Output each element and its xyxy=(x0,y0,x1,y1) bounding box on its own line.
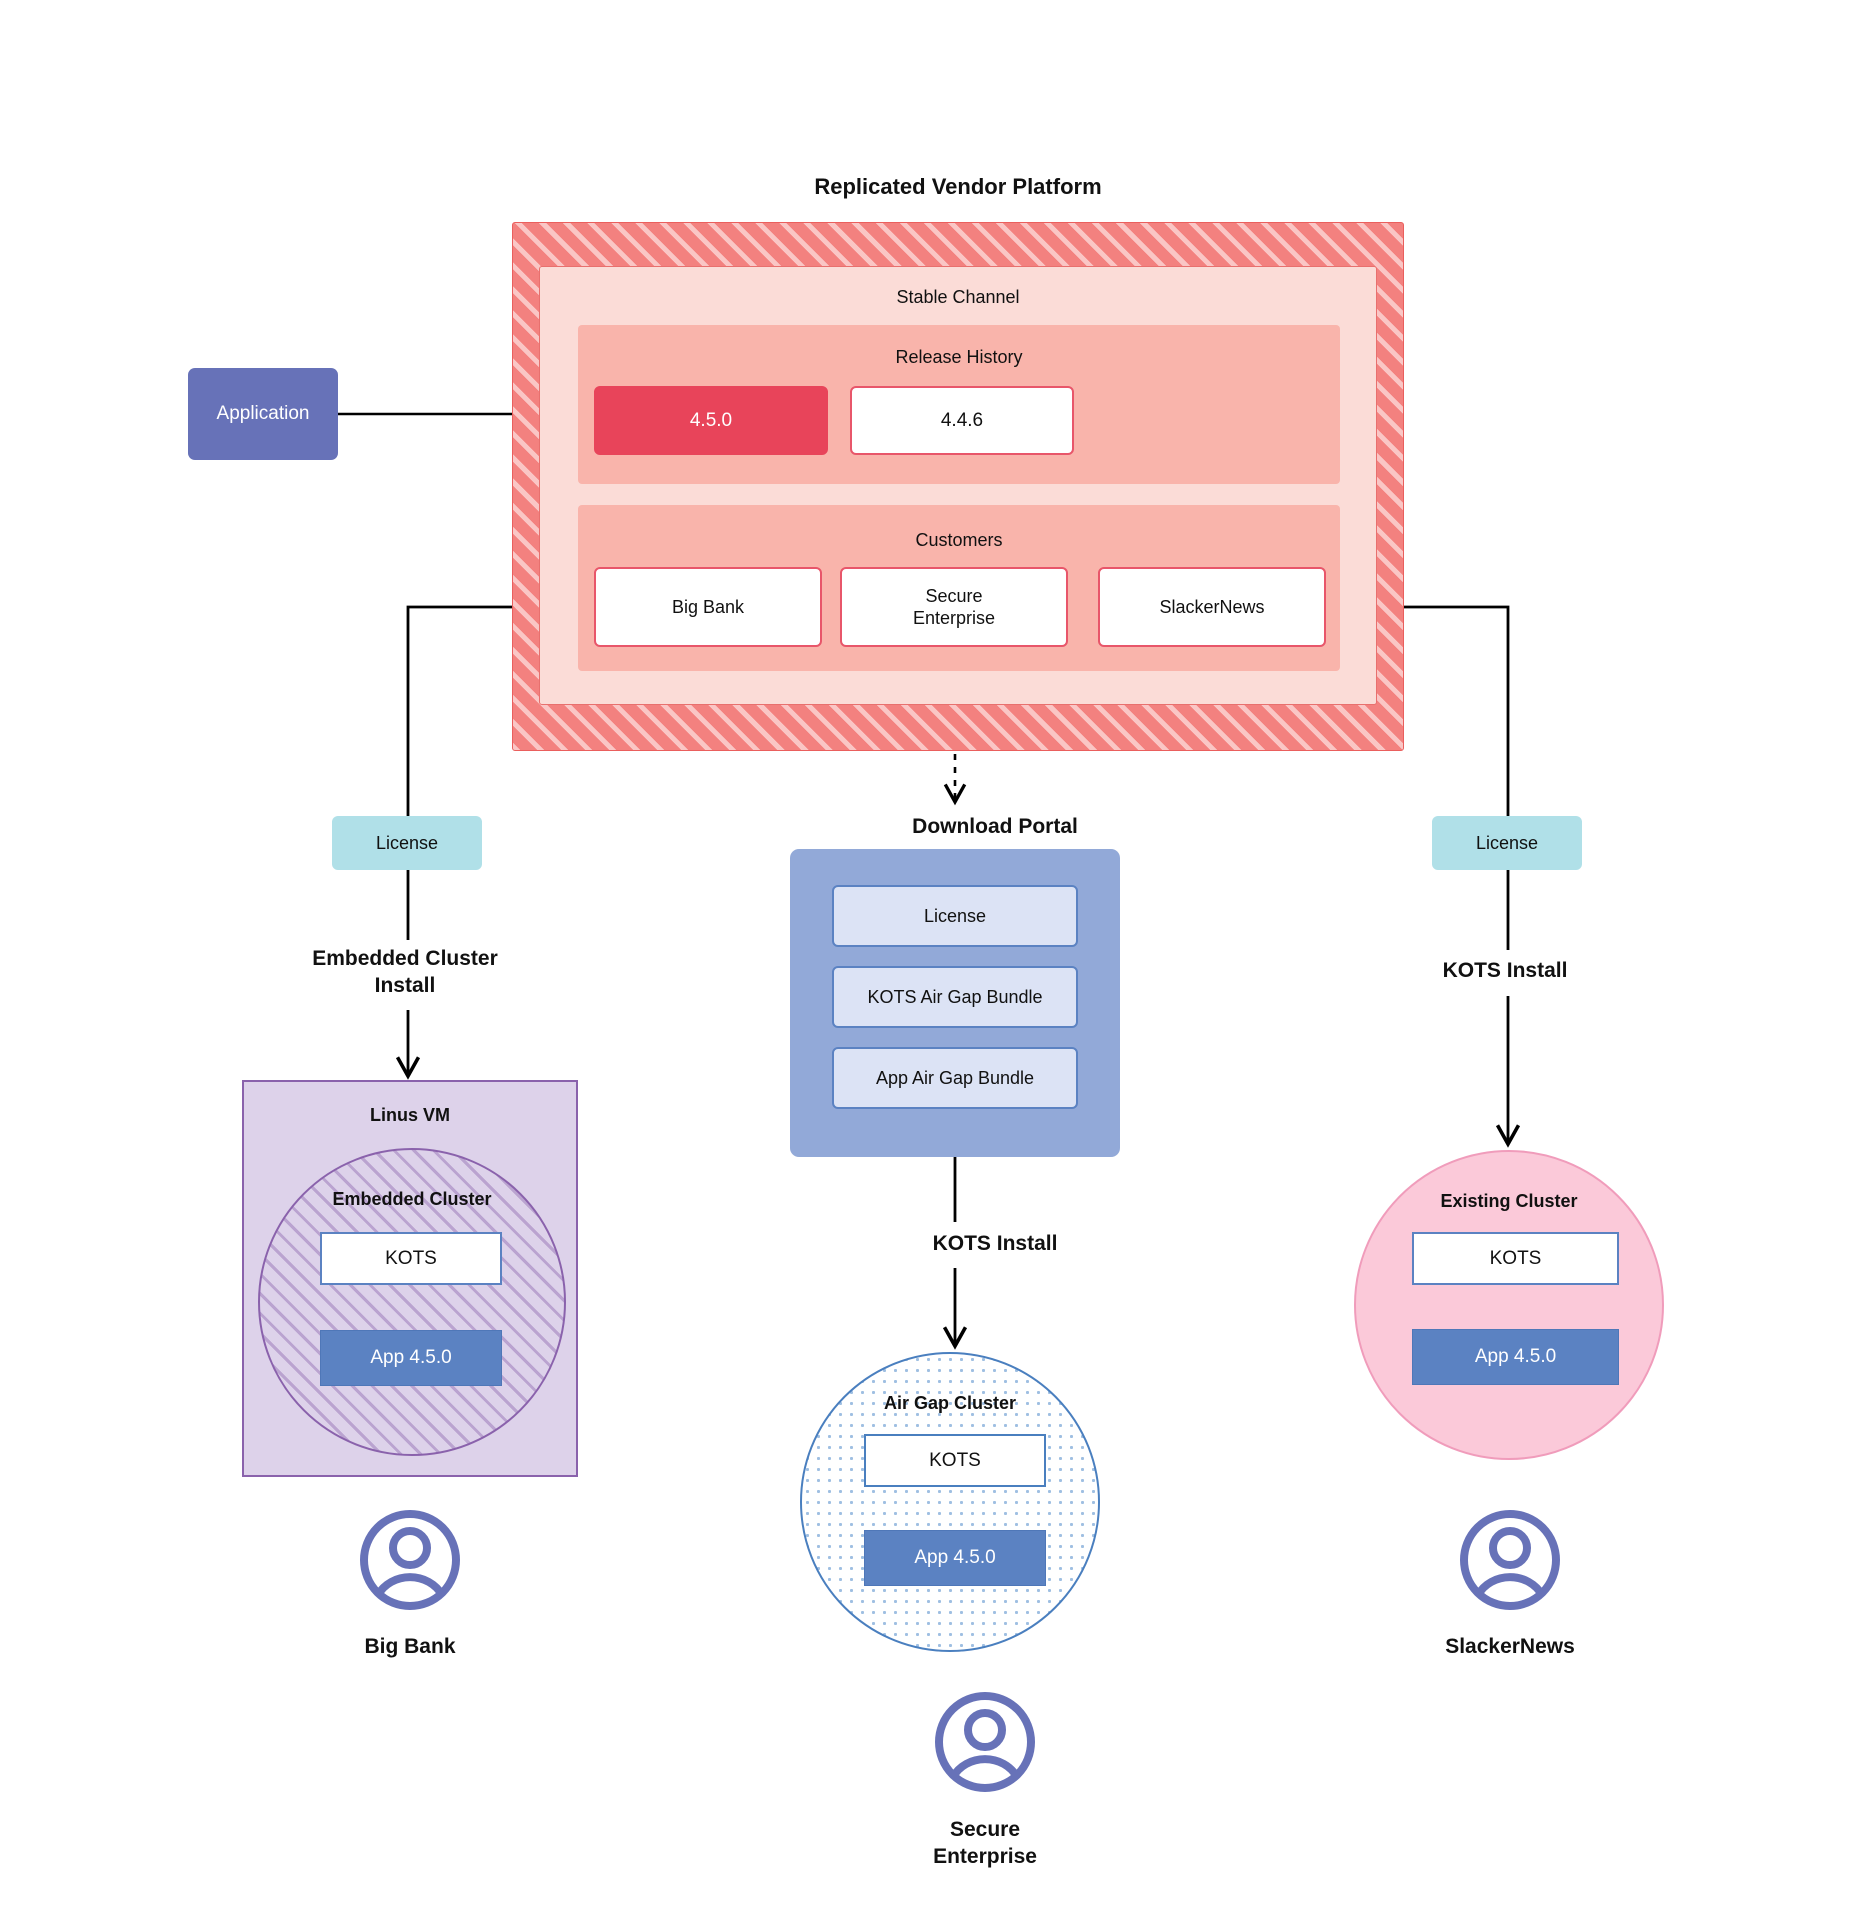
air-gap-cluster-kots-node[interactable]: KOTS xyxy=(864,1434,1046,1487)
portal-item-license[interactable]: License xyxy=(832,885,1078,947)
customer-item-big-bank[interactable]: Big Bank xyxy=(594,567,822,647)
existing-cluster-label: Existing Cluster xyxy=(1440,1190,1578,1211)
flow-label-kots-install-middle: KOTS Install xyxy=(932,1231,1058,1255)
persona-label-big-bank: Big Bank xyxy=(364,1635,456,1659)
existing-cluster-app-node[interactable]: App 4.5.0 xyxy=(1412,1329,1619,1385)
user-avatar-icon xyxy=(1460,1510,1560,1610)
release-history-label: Release History xyxy=(895,346,1023,367)
customers-label: Customers xyxy=(915,529,1003,550)
portal-item-app-air-gap-bundle[interactable]: App Air Gap Bundle xyxy=(832,1047,1078,1109)
air-gap-cluster-label: Air Gap Cluster xyxy=(883,1392,1017,1413)
user-avatar-icon xyxy=(360,1510,460,1610)
linux-vm-label: Linus VM xyxy=(370,1104,450,1125)
license-badge-right[interactable]: License xyxy=(1432,816,1582,870)
user-avatar-icon xyxy=(935,1692,1035,1792)
page-title: Replicated Vendor Platform xyxy=(814,174,1102,199)
embedded-cluster-app-node[interactable]: App 4.5.0 xyxy=(320,1330,502,1386)
embedded-cluster-circle xyxy=(258,1148,566,1456)
customer-item-slackernews[interactable]: SlackerNews xyxy=(1098,567,1326,647)
license-badge-left[interactable]: License xyxy=(332,816,482,870)
existing-cluster-kots-node[interactable]: KOTS xyxy=(1412,1232,1619,1285)
stable-channel-label: Stable Channel xyxy=(896,286,1020,307)
embedded-cluster-label: Embedded Cluster xyxy=(332,1188,492,1209)
portal-item-kots-air-gap-bundle[interactable]: KOTS Air Gap Bundle xyxy=(832,966,1078,1028)
flow-label-kots-install-right: KOTS Install xyxy=(1442,958,1568,982)
release-item-previous[interactable]: 4.4.6 xyxy=(850,386,1074,455)
existing-cluster-circle xyxy=(1354,1150,1664,1460)
air-gap-cluster-circle xyxy=(800,1352,1100,1652)
air-gap-cluster-app-node[interactable]: App 4.5.0 xyxy=(864,1530,1046,1586)
persona-label-slackernews: SlackerNews xyxy=(1445,1635,1575,1659)
download-portal-title: Download Portal xyxy=(912,815,1078,838)
application-node[interactable]: Application xyxy=(188,368,338,460)
release-item-current[interactable]: 4.5.0 xyxy=(594,386,828,455)
embedded-cluster-kots-node[interactable]: KOTS xyxy=(320,1232,502,1285)
